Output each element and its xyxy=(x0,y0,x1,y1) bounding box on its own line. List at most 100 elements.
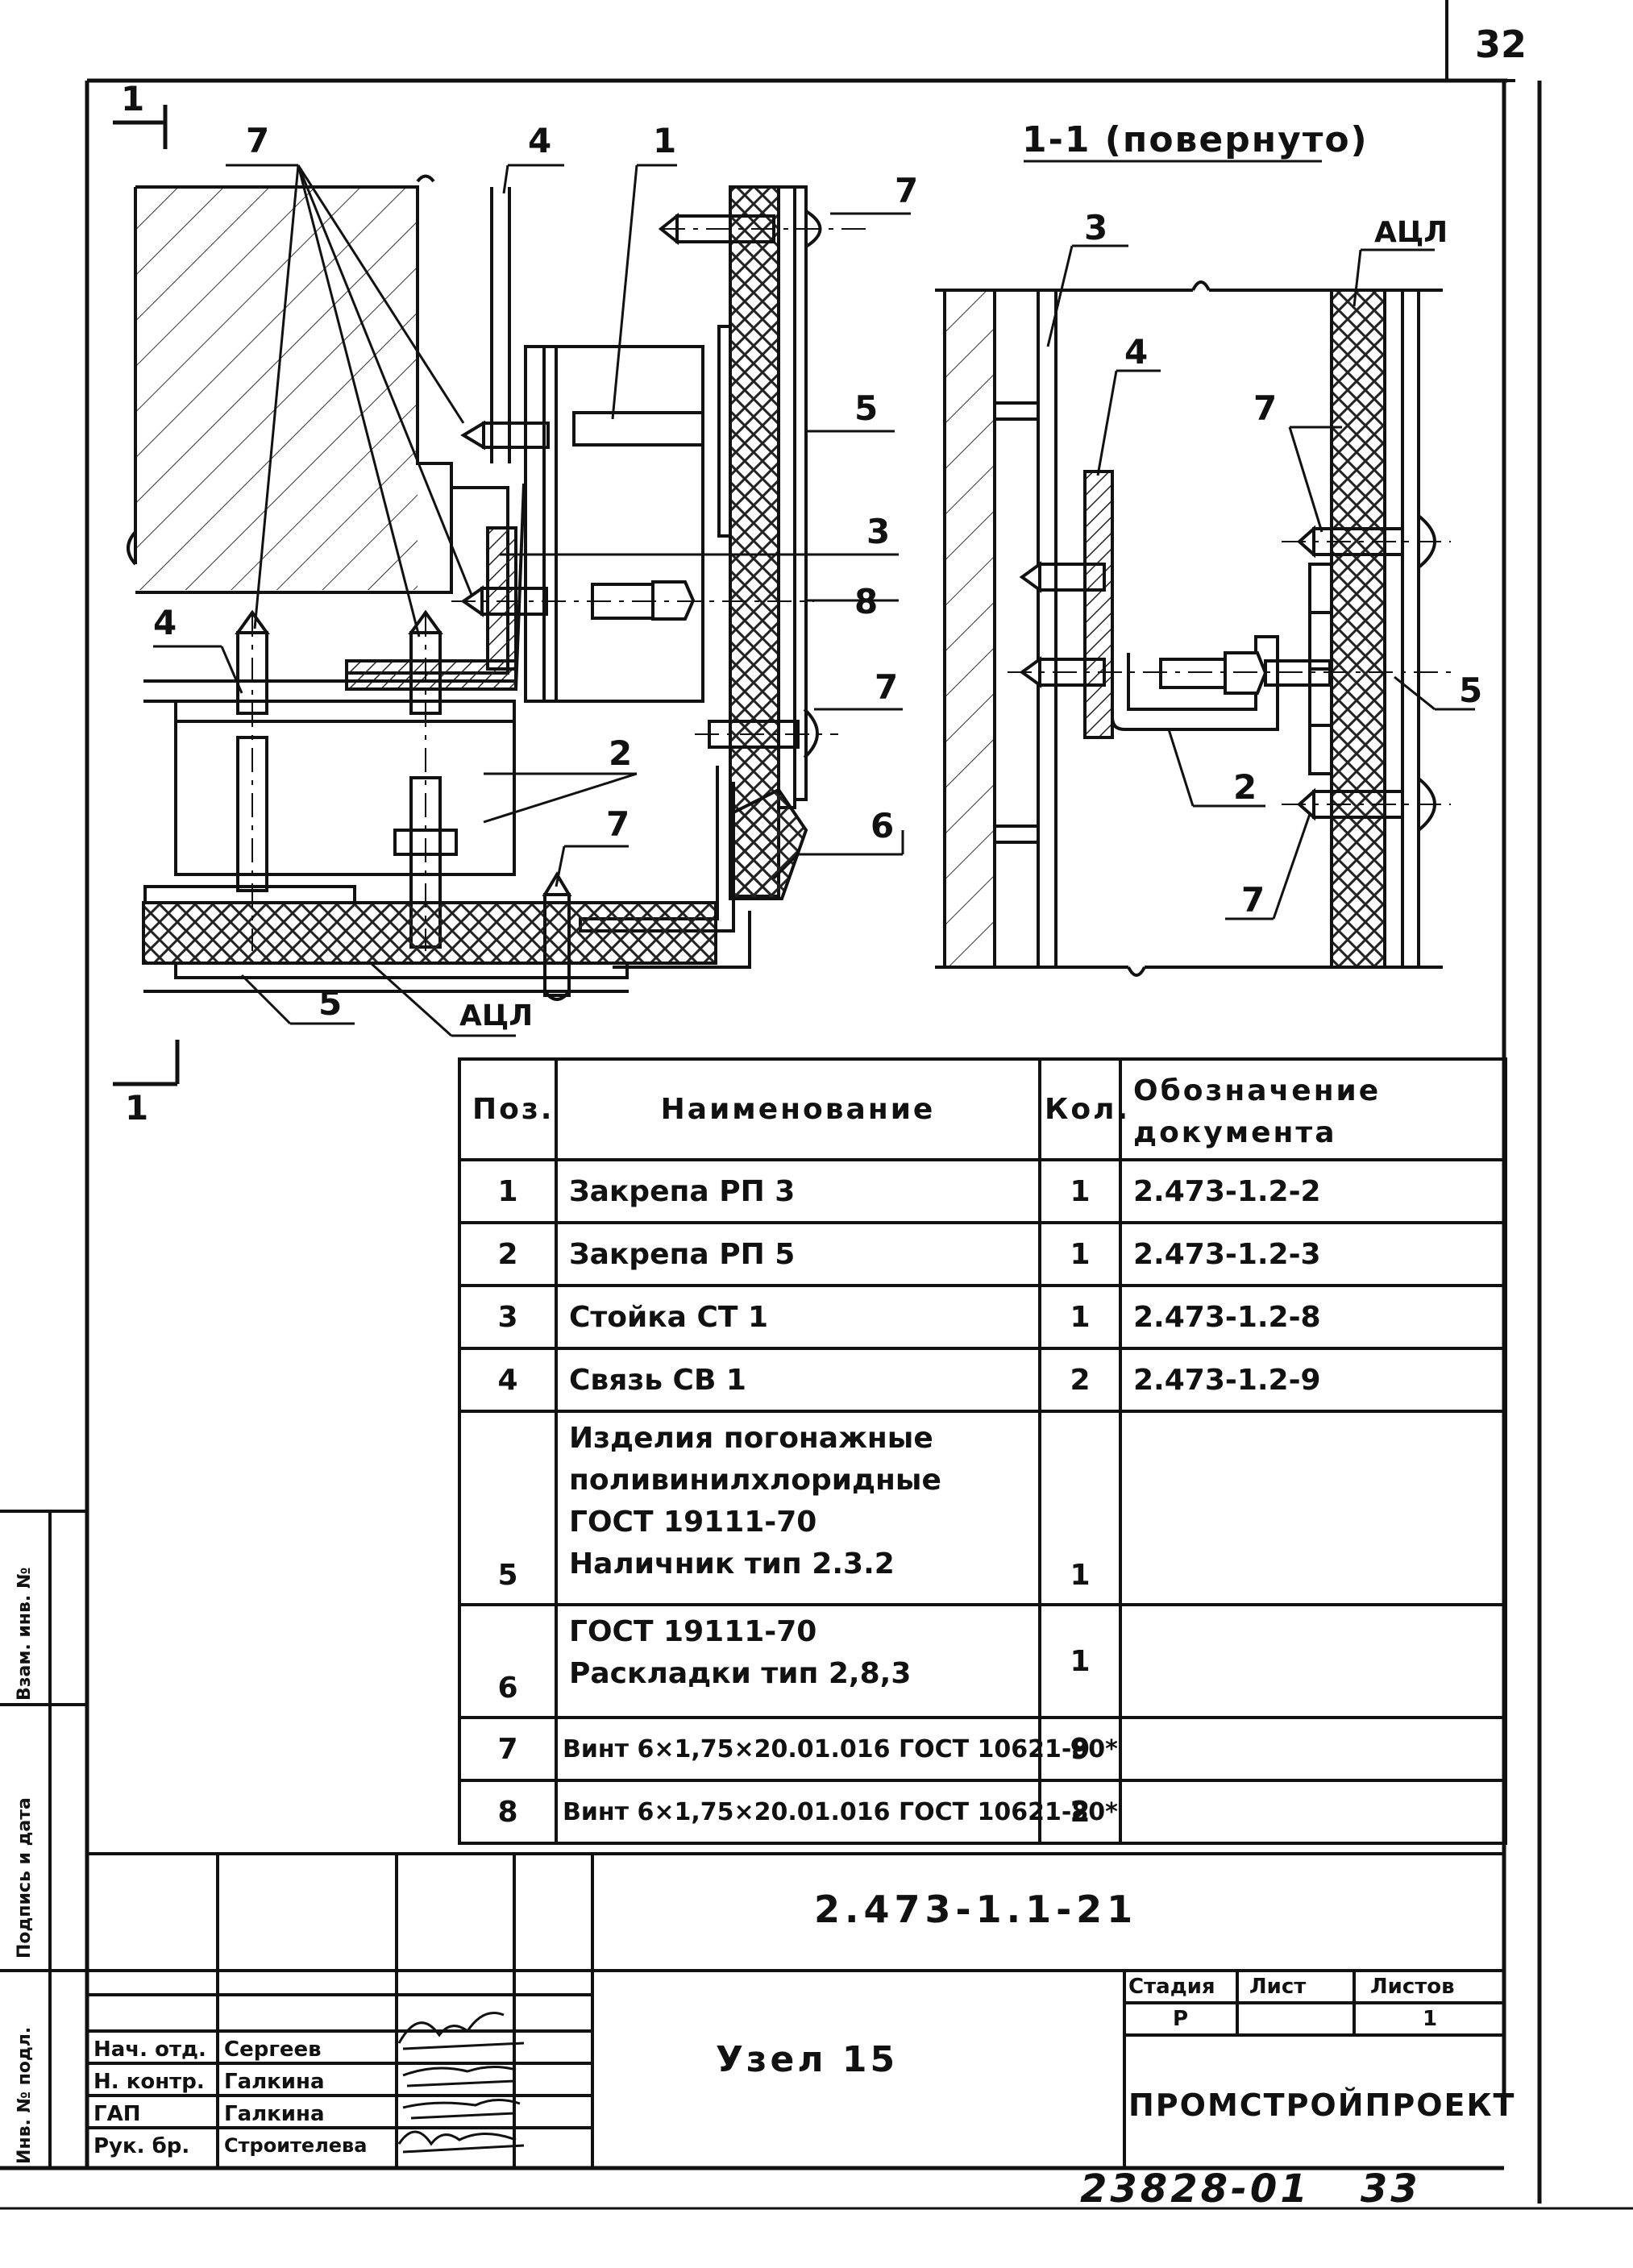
row-doc xyxy=(1119,1779,1507,1845)
row-name: Стойка СТ 1 xyxy=(555,1284,1041,1350)
row-pos: 3 xyxy=(458,1284,558,1350)
plan-view xyxy=(127,174,871,1001)
sheets-label: Листов xyxy=(1370,1975,1455,1999)
callout-acl-bottom: АЦЛ xyxy=(459,999,534,1032)
organization: ПРОМСТРОЙПРОЕКТ xyxy=(1128,2087,1516,2123)
callout-7-right-top: 7 xyxy=(895,171,919,210)
sig-role-4: Рук. бр. xyxy=(93,2134,190,2158)
row-name: Винт 6×1,75×20.01.016 ГОСТ 10621-80* xyxy=(555,1716,1118,1782)
row-doc: 2.473-1.2-3 xyxy=(1119,1221,1507,1287)
row-qty: 1 xyxy=(1038,1603,1122,1719)
sig-name-4: Строителева xyxy=(224,2134,368,2157)
spec-row: 1 Закрепа РП 3 1 2.473-1.2-2 xyxy=(458,1158,1507,1224)
row-qty: 2 xyxy=(1038,1347,1122,1413)
section-callout-2: 2 xyxy=(1233,767,1257,807)
spec-row: 8 Винт 6×1,75×20.01.016 ГОСТ 10621-80* 2 xyxy=(458,1779,1507,1845)
title-block-grid xyxy=(87,1852,1504,2168)
spec-header-row: Поз. Наименование Кол. Обозначение докум… xyxy=(458,1057,1507,1161)
spec-row: 2 Закрепа РП 5 1 2.473-1.2-3 xyxy=(458,1221,1507,1287)
callout-1-top: 1 xyxy=(653,121,677,160)
archive-number: 23828-01 33 xyxy=(1080,2166,1421,2212)
callout-4-top: 4 xyxy=(528,121,552,160)
sheet-number: 32 xyxy=(1475,23,1527,66)
plan-view-leaders xyxy=(153,164,911,1037)
section-callout-7-top: 7 xyxy=(1253,388,1278,428)
callout-8-right: 8 xyxy=(854,582,879,621)
sig-role-2: Н. контр. xyxy=(93,2070,205,2094)
section-callout-7-bottom: 7 xyxy=(1241,880,1265,920)
stage-label: Стадия xyxy=(1128,1975,1215,1999)
doc-code: 2.473-1.1-21 xyxy=(814,1888,1138,1931)
header-doc: Обозначение документа xyxy=(1119,1057,1507,1161)
row-doc xyxy=(1119,1603,1507,1719)
row-qty: 2 xyxy=(1038,1779,1122,1845)
row-name: Винт 6×1,75×20.01.016 ГОСТ 10621-80* xyxy=(555,1779,1118,1845)
row-pos: 5 xyxy=(458,1410,558,1606)
row-qty: 1 xyxy=(1038,1284,1122,1350)
row-doc: 2.473-1.2-8 xyxy=(1119,1284,1507,1350)
row-name: Закрепа РП 5 xyxy=(555,1221,1041,1287)
side-inv-orig: Инв. № подл. xyxy=(15,2026,35,2164)
side-stamp-grid xyxy=(0,1510,87,2168)
header-qty: Кол. xyxy=(1038,1057,1128,1161)
sheets-value: 1 xyxy=(1423,2007,1438,2031)
row-pos: 4 xyxy=(458,1347,558,1413)
row-doc: 2.473-1.2-2 xyxy=(1119,1158,1507,1224)
row-doc xyxy=(1119,1716,1507,1782)
row-qty: 1 xyxy=(1038,1221,1122,1287)
row-pos: 7 xyxy=(458,1716,558,1782)
side-vzam-inv: Взам. инв. № xyxy=(15,1567,35,1701)
row-pos: 2 xyxy=(458,1221,558,1287)
row-qty: 1 xyxy=(1038,1158,1122,1224)
side-sign-date: Подпись и дата xyxy=(15,1797,35,1959)
spec-row: 6 ГОСТ 19111-70 Раскладки тип 2,8,3 1 xyxy=(458,1603,1507,1719)
callout-5-right: 5 xyxy=(854,388,879,428)
row-name: Закрепа РП 3 xyxy=(555,1158,1041,1224)
header-pos: Поз. xyxy=(458,1057,558,1161)
row-name: Изделия погонажные поливинилхлоридные ГО… xyxy=(555,1410,1041,1606)
spec-row: 3 Стойка СТ 1 1 2.473-1.2-8 xyxy=(458,1284,1507,1350)
header-name: Наименование xyxy=(555,1057,1041,1161)
row-doc xyxy=(1119,1410,1507,1606)
sig-role-1: Нач. отд. xyxy=(93,2037,206,2062)
section-title: 1-1 (повернуто) xyxy=(1022,119,1369,160)
sheet-label: Лист xyxy=(1249,1975,1307,1999)
stage-value: Р xyxy=(1173,2007,1189,2031)
row-qty: 9 xyxy=(1038,1716,1122,1782)
callout-6-right: 6 xyxy=(871,806,895,845)
spec-row: 5 Изделия погонажные поливинилхлоридные … xyxy=(458,1410,1507,1606)
callout-4-left: 4 xyxy=(153,603,177,642)
spec-row: 7 Винт 6×1,75×20.01.016 ГОСТ 10621-80* 9 xyxy=(458,1716,1507,1782)
sig-name-1: Сергеев xyxy=(224,2037,322,2062)
callout-7-bottom: 7 xyxy=(606,804,630,844)
callout-2-mid: 2 xyxy=(609,733,633,773)
row-qty: 1 xyxy=(1038,1410,1122,1606)
section-callout-5: 5 xyxy=(1459,671,1483,710)
section-mark-bottom xyxy=(113,1040,180,1086)
signature-marks xyxy=(397,2012,525,2154)
section-callout-3: 3 xyxy=(1084,208,1108,247)
callout-5-bottom: 5 xyxy=(318,983,343,1023)
section-callout-4: 4 xyxy=(1124,332,1149,372)
row-doc: 2.473-1.2-9 xyxy=(1119,1347,1507,1413)
drawing-name: Узел 15 xyxy=(716,2039,899,2080)
spec-row: 4 Связь СВ 1 2 2.473-1.2-9 xyxy=(458,1347,1507,1413)
callout-7-right-mid: 7 xyxy=(875,667,899,707)
sig-name-3: Галкина xyxy=(224,2102,325,2126)
row-pos: 1 xyxy=(458,1158,558,1224)
sig-role-3: ГАП xyxy=(93,2102,141,2126)
row-name: ГОСТ 19111-70 Раскладки тип 2,8,3 xyxy=(555,1603,1041,1719)
section-mark-label-top: 1 xyxy=(121,79,145,118)
section-view xyxy=(935,280,1451,977)
row-pos: 6 xyxy=(458,1603,558,1719)
section-callout-acl: АЦЛ xyxy=(1374,216,1448,249)
row-name: Связь СВ 1 xyxy=(555,1347,1041,1413)
callout-7-top: 7 xyxy=(246,121,270,160)
section-mark-top xyxy=(113,105,168,149)
specification-table: Поз. Наименование Кол. Обозначение докум… xyxy=(458,1057,1507,1845)
sig-name-2: Галкина xyxy=(224,2070,325,2094)
section-mark-label-bottom: 1 xyxy=(125,1088,149,1128)
section-view-leaders xyxy=(1024,160,1475,920)
callout-3-right: 3 xyxy=(866,512,891,551)
